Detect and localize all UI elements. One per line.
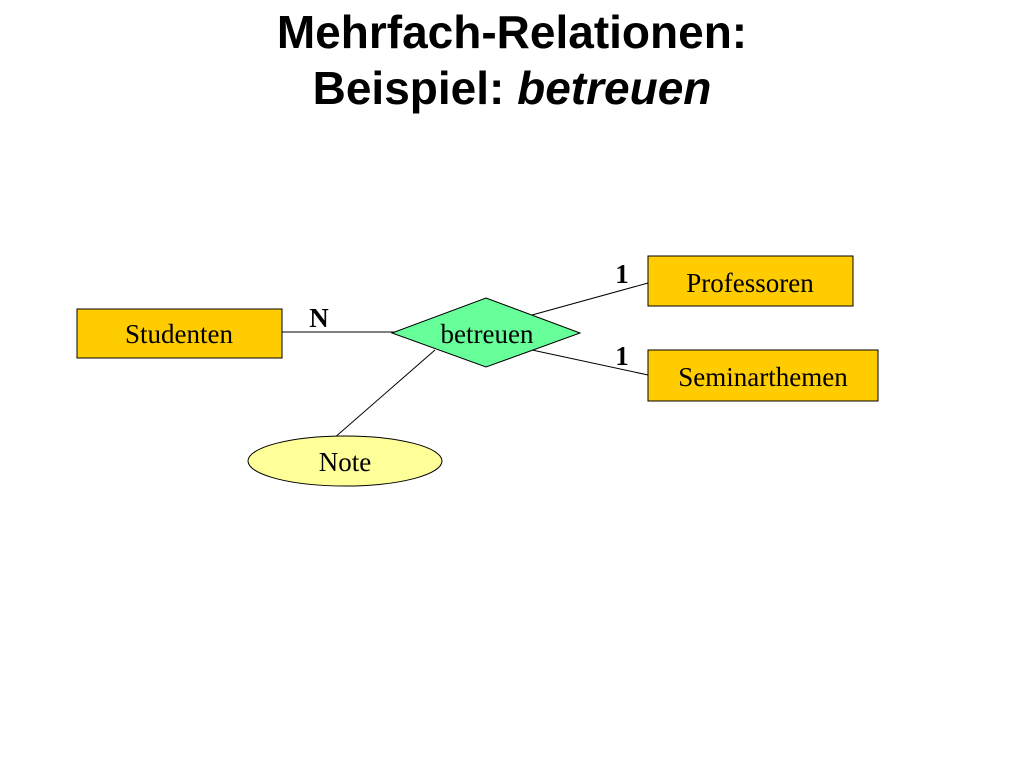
cardinality-seminarthemen: 1 <box>615 341 629 371</box>
cardinality-studenten: N <box>309 303 329 333</box>
entity-seminarthemen[interactable]: Seminarthemen <box>647 349 879 402</box>
relationship-betreuen-diamond <box>390 297 582 368</box>
title-prefix: Beispiel: <box>312 62 518 114</box>
entity-professoren-box <box>647 255 854 307</box>
line-betreuen-professoren <box>531 282 649 316</box>
entity-studenten-label: Studenten <box>125 319 233 349</box>
line-betreuen-seminarthemen <box>531 349 649 376</box>
entity-professoren-label: Professoren <box>686 268 814 298</box>
title-line-2: Beispiel: betreuen <box>0 60 1024 116</box>
title-line-1: Mehrfach-Relationen: <box>276 6 748 58</box>
slide-title: Mehrfach-Relationen: Beispiel: betreuen <box>0 4 1024 116</box>
title-italic-term: betreuen <box>517 62 712 114</box>
entity-professoren[interactable]: Professoren <box>647 255 854 307</box>
line-betreuen-note <box>332 349 436 440</box>
relationship-betreuen[interactable]: betreuen <box>390 297 582 368</box>
entity-studenten[interactable]: Studenten <box>76 308 283 359</box>
attribute-note[interactable]: Note <box>247 435 443 487</box>
attribute-note-ellipse <box>247 435 443 487</box>
cardinality-professoren: 1 <box>615 259 629 289</box>
entity-studenten-box <box>76 308 283 359</box>
attribute-note-label: Note <box>319 447 372 477</box>
entity-seminarthemen-label: Seminarthemen <box>678 362 848 392</box>
relationship-betreuen-label: betreuen <box>441 319 534 349</box>
entity-seminarthemen-box <box>647 349 879 402</box>
